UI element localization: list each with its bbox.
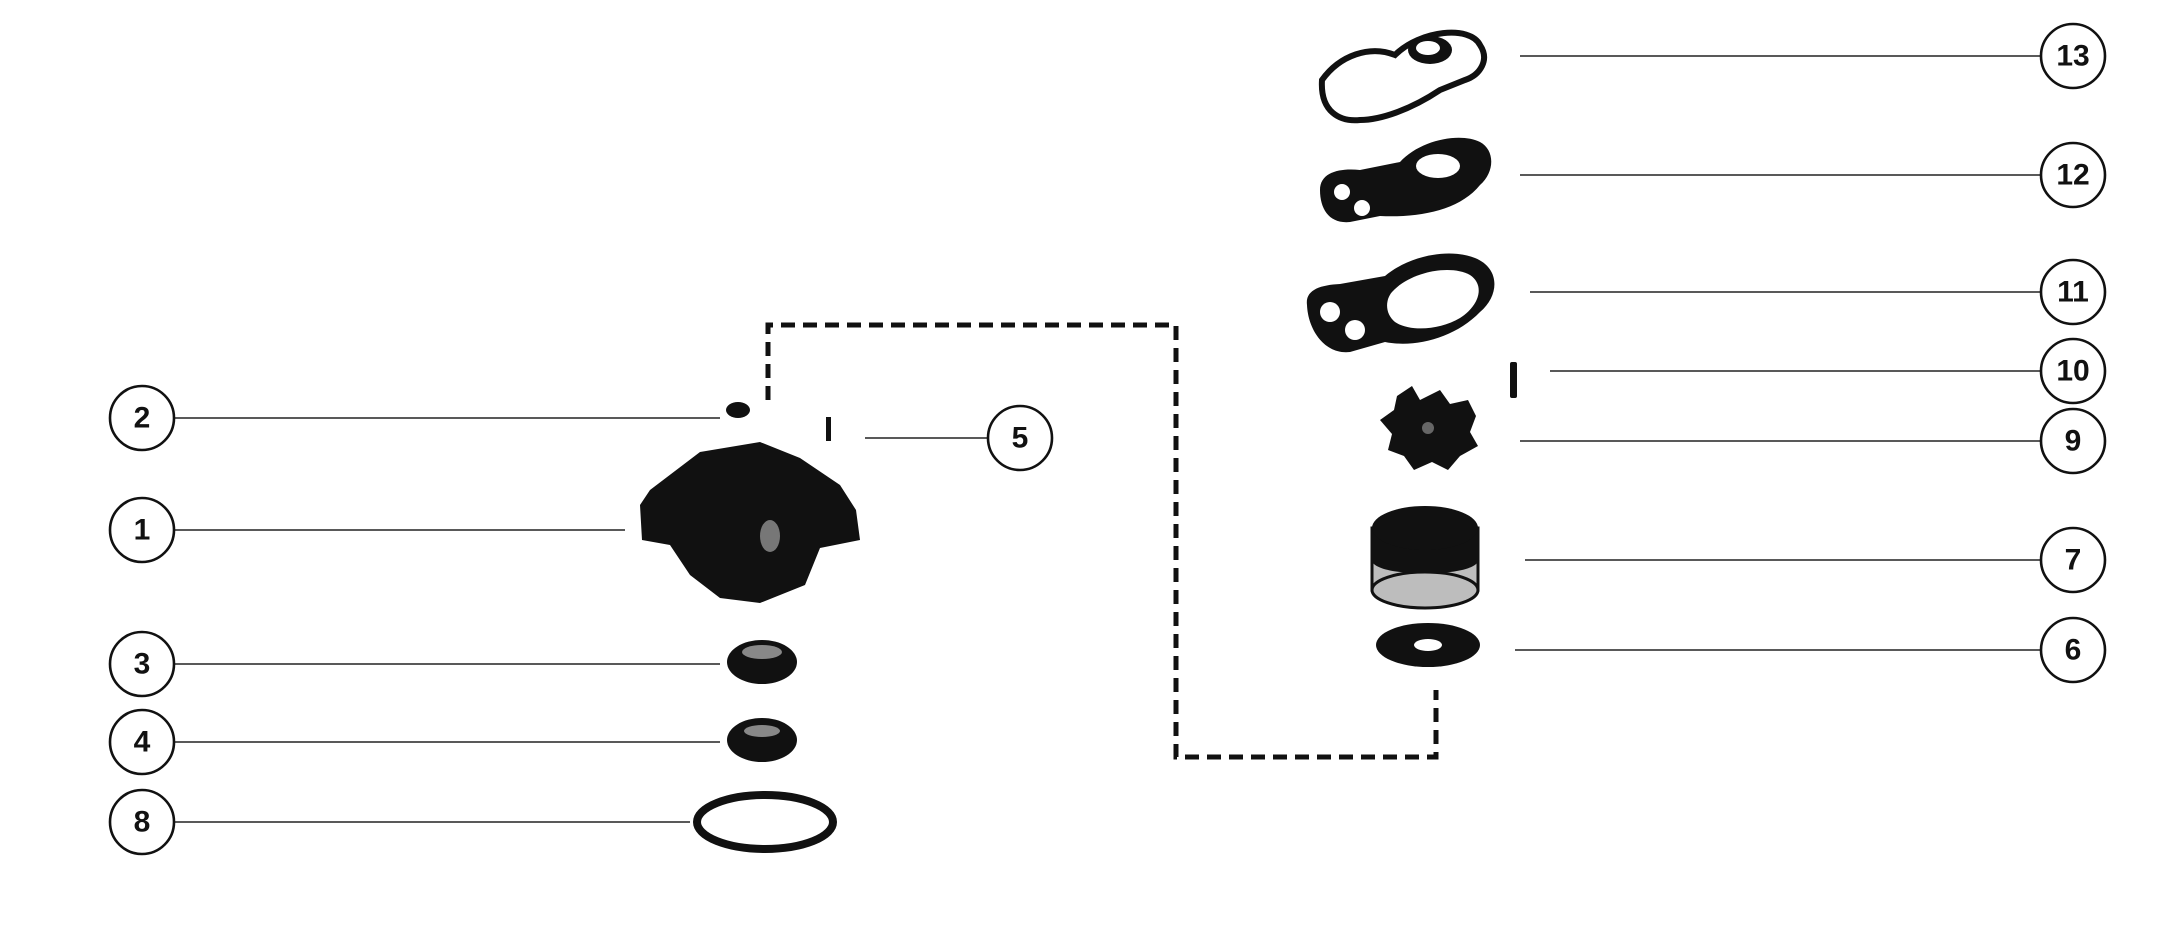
callout-4: 4 — [108, 708, 176, 776]
callout-3: 3 — [108, 630, 176, 698]
callout-lines — [175, 55, 2040, 823]
part-10-key — [1510, 362, 1517, 398]
part-12-plate — [1320, 137, 1492, 223]
callout-3-label: 3 — [134, 648, 151, 681]
callout-7-label: 7 — [2065, 544, 2082, 577]
callout-6-label: 6 — [2065, 634, 2082, 667]
callout-11: 11 — [2039, 258, 2107, 326]
callout-6: 6 — [2039, 616, 2107, 684]
callout-2-label: 2 — [134, 402, 151, 435]
callout-1: 1 — [108, 496, 176, 564]
callout-10: 10 — [2039, 337, 2107, 405]
callout-12: 12 — [2039, 141, 2107, 209]
part-4-seal — [727, 718, 797, 762]
part-5-pin — [826, 417, 831, 441]
part-13-cover — [1318, 29, 1487, 124]
callout-7: 7 — [2039, 526, 2107, 594]
callout-13: 13 — [2039, 22, 2107, 90]
part-3-seal — [727, 640, 797, 684]
callout-10-label: 10 — [2056, 355, 2089, 388]
callout-9: 9 — [2039, 407, 2107, 475]
assembly-dashed-line — [765, 322, 1439, 760]
callout-2: 2 — [108, 384, 176, 452]
part-11-gasket — [1306, 253, 1495, 353]
callout-8: 8 — [108, 788, 176, 856]
callout-1-label: 1 — [134, 514, 151, 547]
callout-11-label: 11 — [2057, 276, 2089, 309]
part-7-insert — [1370, 506, 1480, 610]
callout-4-label: 4 — [134, 726, 151, 759]
part-8-o-ring — [693, 791, 837, 853]
part-6-washer — [1376, 623, 1480, 667]
part-2-plug — [726, 402, 750, 418]
part-9-impeller — [1380, 386, 1478, 470]
callout-13-label: 13 — [2056, 40, 2089, 73]
callout-12-label: 12 — [2056, 159, 2089, 192]
callout-5-label: 5 — [1012, 422, 1029, 455]
callout-9-label: 9 — [2065, 425, 2082, 458]
callout-5: 5 — [986, 404, 1054, 472]
part-1-housing — [640, 442, 860, 603]
callout-8-label: 8 — [134, 806, 151, 839]
